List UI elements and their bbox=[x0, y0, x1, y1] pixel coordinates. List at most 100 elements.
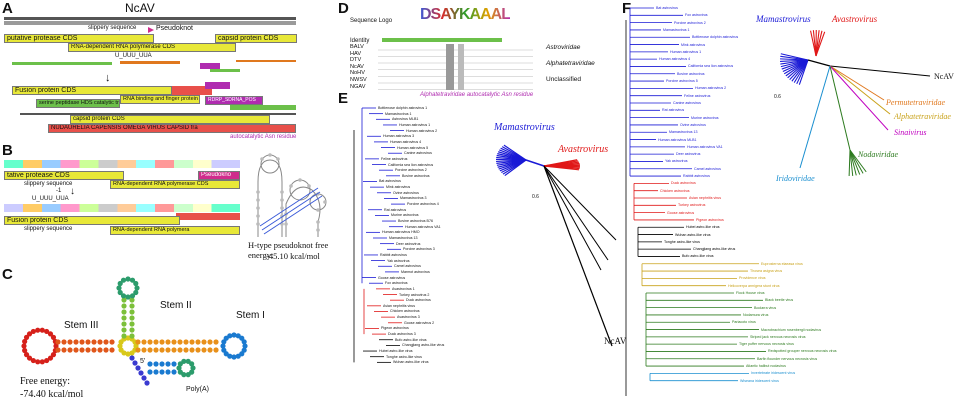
f-tip-label: Mamastrovirus 13 bbox=[669, 130, 698, 135]
c-five-prime: 5' bbox=[140, 358, 146, 365]
e-tip-label: Porcine astrovirus 3 bbox=[403, 247, 435, 252]
nucleotide-dot bbox=[39, 359, 45, 365]
f-tip-label: Canine astrovirus bbox=[673, 101, 701, 105]
nucleotide-dot bbox=[120, 293, 127, 299]
nucleotide-dot bbox=[26, 355, 33, 361]
nucleotide-dot bbox=[103, 339, 109, 345]
f-tip-label: Human astrovirus MLB1 bbox=[658, 137, 697, 142]
f-tip-label: Chicken astrovirus bbox=[660, 188, 690, 193]
nucleotide-dot bbox=[135, 365, 141, 371]
d-row-1: BALV bbox=[350, 44, 364, 50]
nucleotide-dot bbox=[129, 315, 135, 321]
e-tip-label: Rat astrovirus bbox=[384, 207, 407, 212]
b-rdrp-bar-1: RNA-dependent RNA polymerase CDS bbox=[110, 180, 240, 189]
tree-branch bbox=[849, 149, 867, 173]
f-tip-label: Fox astrovirus bbox=[685, 13, 708, 18]
f-tip-label: Bufo astro-like virus bbox=[682, 254, 714, 259]
panel-f: F Mamastrovirus Avastrovirus NcAV Permut… bbox=[620, 0, 970, 406]
nucleotide-dot bbox=[129, 333, 135, 339]
tree-branch bbox=[815, 31, 826, 57]
c-polya: Poly(A) bbox=[186, 386, 209, 393]
nucleotide-dot bbox=[39, 327, 45, 333]
d-alignment bbox=[378, 44, 533, 90]
e-tip-label: Feline astrovirus bbox=[381, 156, 408, 161]
f-tip-label: Euprosterna elaeasa virus bbox=[761, 261, 803, 266]
f-tip-label: Atlantic halibut nodavirus bbox=[746, 364, 786, 369]
tree-branch bbox=[849, 149, 864, 174]
e-tip-label: Bufo astro-like virus bbox=[395, 337, 427, 342]
panel-a-title: NcAV bbox=[125, 1, 155, 15]
panel-f-label: F bbox=[622, 0, 632, 17]
pseudoknot-arrow-icon bbox=[148, 27, 154, 33]
panel-b: B tative protease CDS Pseudokno slippery… bbox=[0, 142, 330, 260]
f-tip-label: Camel astrovirus bbox=[694, 166, 721, 171]
nucleotide-dot bbox=[109, 339, 115, 345]
fusion-magenta-segment bbox=[205, 82, 230, 89]
nucleotide-dot bbox=[201, 339, 207, 345]
c-stem1: Stem I bbox=[236, 310, 265, 321]
nucleotide-dot bbox=[171, 339, 177, 345]
nucleotide-dot bbox=[109, 347, 115, 353]
nucleotide-dot bbox=[118, 347, 124, 353]
f-tip-label: Avian nephritis virus bbox=[689, 196, 722, 200]
e-tip-label: Mamastrovirus 13 bbox=[389, 236, 418, 240]
nucleotide-dot bbox=[97, 339, 103, 345]
e-tip-label: Duck astrovirus 3 bbox=[388, 332, 416, 337]
nucleotide-dot bbox=[159, 339, 165, 345]
e-tip-label: Marmot astrovirus bbox=[401, 269, 430, 274]
nucleotide-dot bbox=[147, 339, 153, 345]
nucleotide-dot bbox=[181, 358, 187, 364]
d-astroviridae: Astroviridae bbox=[546, 44, 581, 51]
b-down-arrow-icon: ↓ bbox=[70, 186, 75, 197]
tree-branch bbox=[543, 165, 613, 347]
d-highlight-col bbox=[446, 44, 454, 90]
e-tip-label: Mamastrovirus 1 bbox=[385, 111, 412, 116]
nucleotide-dot bbox=[213, 347, 219, 353]
tree-branch bbox=[525, 159, 545, 167]
feature-track-4 bbox=[210, 69, 240, 72]
b-slippery-2: slippery sequence bbox=[24, 226, 73, 232]
nucleotide-dot bbox=[144, 380, 150, 386]
panel-e: E Mamastrovirus Avastrovirus NcAV 0.6 Bo… bbox=[336, 90, 626, 406]
down-arrow-icon: ↓ bbox=[105, 72, 111, 84]
d-row-7: NGAV bbox=[350, 83, 366, 90]
nucleotide-dot bbox=[129, 303, 135, 309]
e-tip-label: Bottlenose dolphin astrovirus 1 bbox=[378, 106, 428, 110]
b-rdrp-bar-2: RNA-dependent RNA polymera bbox=[110, 226, 240, 235]
e-tip-label: Porcine astrovirus 2 bbox=[395, 168, 427, 173]
nucleotide-dot bbox=[121, 297, 127, 303]
f-alphatetraviridae: Alphatetraviridae bbox=[894, 112, 951, 121]
f-tip-label: Helicoverpa armigera stunt virus bbox=[728, 283, 780, 288]
nucleotide-dot bbox=[121, 309, 127, 315]
nucleotide-dot bbox=[125, 276, 131, 282]
nucleotide-dot bbox=[129, 277, 136, 283]
f-tip-label: Tonghe astro-like virus bbox=[664, 239, 700, 244]
panel-d: D Sequence Logo DSAYKAAAL Identity BALV … bbox=[336, 0, 616, 100]
e-tip-label: Bovine astrovirus bbox=[402, 173, 430, 178]
d-rows: BALV HAV DTV NcAV NoHV NWSV NGAV bbox=[350, 44, 367, 90]
nucleotide-dot bbox=[141, 375, 147, 381]
tree-branch bbox=[543, 165, 617, 241]
nucleotide-dot bbox=[120, 277, 127, 283]
tree-branch bbox=[829, 65, 931, 77]
rna-binding-bar: RNA binding and finger protein bbox=[120, 95, 200, 104]
capsid-cds-bar: capsid protein CDS bbox=[215, 34, 297, 43]
f-tip-label: Bovine astrovirus bbox=[677, 71, 705, 76]
nucleotide-dot bbox=[227, 333, 233, 339]
nucleotide-dot bbox=[207, 347, 213, 353]
nucleotide-dot bbox=[121, 327, 127, 333]
nucleotide-dot bbox=[47, 331, 54, 337]
motif-label: U_UUU_UUA bbox=[115, 53, 152, 59]
nucleotide-dot bbox=[26, 331, 33, 337]
d-logo: DSAYKAAAL bbox=[420, 6, 530, 38]
e-tip-label: Rabbit astrovirus bbox=[380, 252, 407, 257]
e-tip-label: Tonghe astro-like virus bbox=[386, 354, 422, 359]
e-tip-label: Deer astrovirus bbox=[396, 241, 421, 246]
d-row-4: NcAV bbox=[350, 63, 364, 70]
d-unclassified: Unclassified bbox=[546, 76, 582, 83]
pseudoknot-structure bbox=[256, 153, 327, 237]
f-tip-label: Tiger puffer nervous necrosis virus bbox=[739, 342, 794, 347]
d-row-5: NoHV bbox=[350, 70, 365, 77]
nucleotide-dot bbox=[153, 347, 159, 353]
nucleotide-dot bbox=[85, 347, 91, 353]
